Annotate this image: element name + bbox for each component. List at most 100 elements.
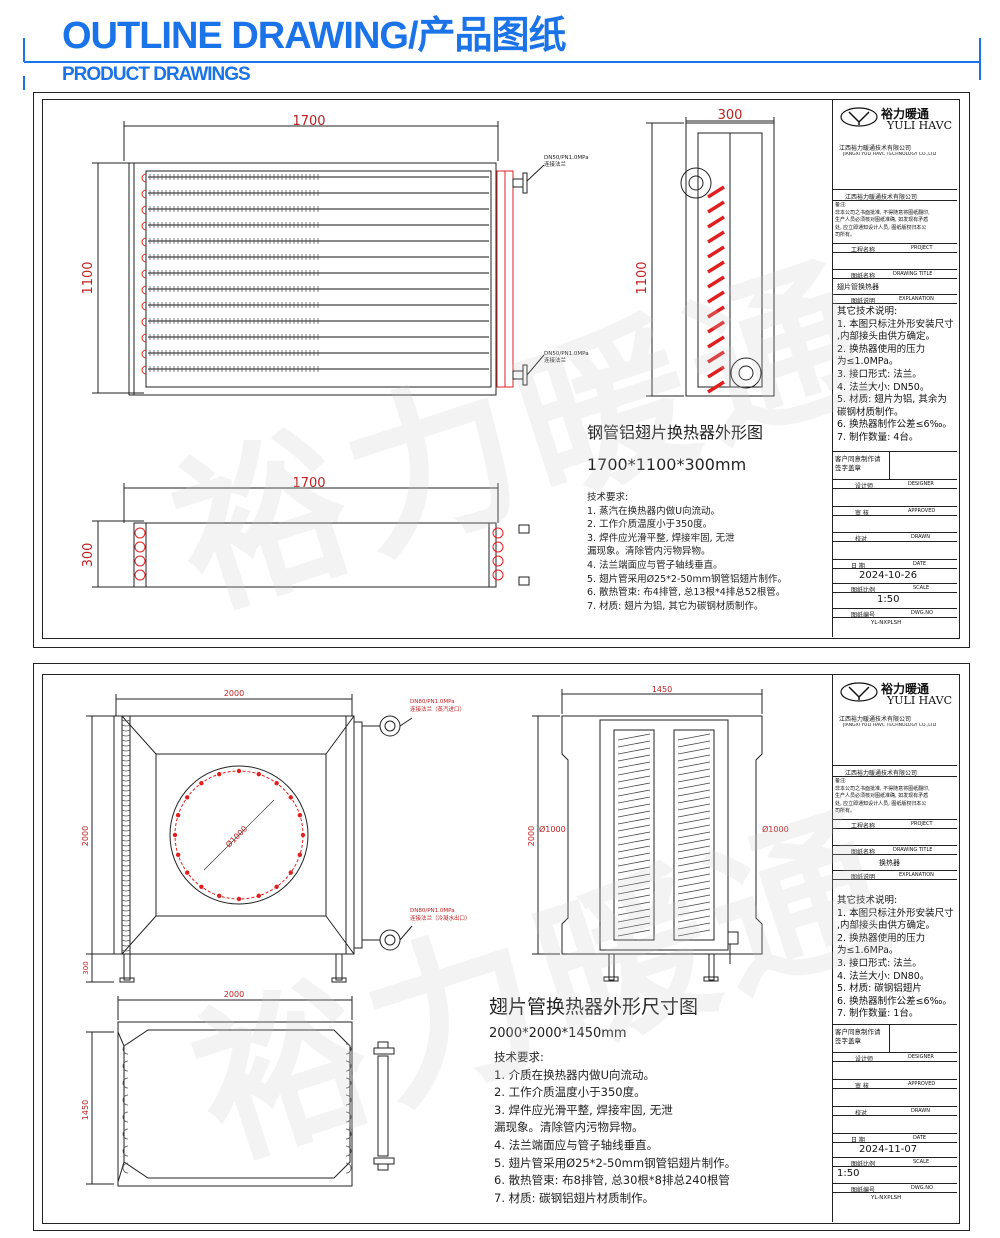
bolt-hole [274,781,279,786]
flange-label-top-2: 连接法兰（蒸汽进口） [410,705,465,713]
fin-mark [677,887,711,895]
coil-mark [121,739,131,742]
notice-line: 非本公司之书面批准, 不得随意将图纸翻印, [835,209,930,216]
bolt-hole [256,893,261,899]
fin-mark [617,810,651,818]
fin-mark [677,747,711,755]
logo-en: YULI HAVC [887,694,953,705]
drawing-name-value: 换热器 [879,859,900,867]
fin-mark [617,789,651,797]
fin-mark [617,929,651,937]
return-bend [345,1060,352,1072]
notice-line: 处, 应立即通知设计人员, 图纸版权归本公 [835,800,927,807]
fin-mark [617,761,651,769]
fin-mark [617,768,651,776]
fin-mark [617,894,651,902]
flange-label-top-2: 连接法兰 [544,160,567,168]
fin-mark [677,824,711,832]
approved-label-en: APPROVED [908,508,936,514]
return-bend [345,1145,352,1157]
designer-label: 设计师 [855,1056,874,1063]
coil-mark [121,824,131,827]
coil-mark [121,759,131,762]
approved-label-en: APPROVED [908,1081,936,1087]
tech-item: 5. 翅片管采用Ø25*2-50mm钢管铝翅片制作。 [494,1155,737,1170]
company-name-en: JIANGXI YULI HAVC TECHNOLOGY CO.,LTD [843,723,937,728]
tube-section [707,185,725,199]
dim-side-height: 2000 [527,826,536,846]
tech-title: 技术要求: [587,492,629,503]
fin-mark [617,838,651,846]
notice-line: 备注: [835,778,847,784]
date-label-en: DATE [913,1135,927,1141]
bolt-hole [217,893,222,899]
tech-item: 1. 蒸汽在换热器内做U向流动。 [587,505,721,517]
return-bend [345,1128,352,1140]
fin-mark [677,803,711,811]
coil-mark [121,919,131,922]
coil-mark [121,874,131,877]
coil-mark [121,754,131,757]
drawn-label: 校对 [855,1110,868,1117]
dim-depth-bottom: 300 [81,543,96,568]
return-bend [141,237,147,247]
fin-mark [617,880,651,888]
return-bend [141,189,147,199]
client-sign-label-2: 签字盖章 [835,1037,861,1045]
note-line: 2. 换热器使用的压力 [837,932,926,944]
fin-mark [677,740,711,748]
note-line: 5. 材质: 翅片为铝, 其余为 [837,394,947,406]
return-bend [141,317,147,327]
note-line: 5. 材质: 碳钢铝翅片 [837,983,922,995]
scale-label: 图纸比例 [851,1161,876,1168]
company-name-cn: 江西裕力暖通技术有限公司 [839,145,912,152]
logo-cn: 裕力暖通 [881,107,930,121]
fin-mark [677,733,711,741]
tube-end [134,527,146,539]
fin-mark [617,733,651,741]
tube-section [707,260,725,274]
coil-mark [121,794,131,797]
designer-label-en: DESIGNER [908,1054,934,1060]
coil-mark [121,724,131,727]
bolt-hole [297,813,303,818]
dim-leg: 300 [82,961,90,974]
coil-mark [121,849,131,852]
page-header: OUTLINE DRAWING/产品图纸 PRODUCT DRAWINGS [0,0,1000,92]
dim-width-bottom: 1700 [292,476,325,491]
tube-section [707,275,725,289]
notice-line: 非本公司之书面批准, 不得随意将图纸翻印, [835,785,930,792]
explanation-label-en: EXPLANATION [899,872,934,878]
tube-end [134,541,146,553]
coil-mark [121,899,131,902]
date-label: 日 期 [851,1137,865,1144]
fin-mark [617,873,651,881]
company-name-en: JIANGXI YULI HAVC TECHNOLOGY CO.,LTD [843,152,937,157]
tech-item: 3. 焊件应光滑平整, 焊接牢固, 无泄 [494,1102,673,1117]
note-line: 1. 本图只标注外形安装尺寸 [837,907,954,919]
note-line: ,内部接头由供方确定。 [837,920,936,932]
tube-section [707,380,725,394]
date-value: 2024-10-26 [859,570,918,581]
tube-section [707,230,725,244]
project-label: 工程名称 [851,823,876,830]
note-line: 1. 本图只标注外形安装尺寸 [837,318,954,330]
coil-mark [121,909,131,912]
fin-mark [677,901,711,909]
fin-mark [617,908,651,916]
return-bend [141,173,147,183]
coil-mark [121,844,131,847]
scale-value: 1:50 [837,1168,860,1179]
coil-mark [121,869,131,872]
coil-mark [121,799,131,802]
fin-mark [677,761,711,769]
coil-mark [121,944,131,947]
coil-mark [121,929,131,932]
tube-section [707,200,725,214]
return-bend [122,1128,129,1140]
bolt-hole [236,768,242,774]
note-line: 其它技术说明: [837,895,898,906]
dwgno-value: YL-NXPLSH [871,1195,902,1201]
note-line: 6. 换热器制作公差≤6‰。 [837,419,952,431]
notice-line: 司所有。 [835,808,856,814]
